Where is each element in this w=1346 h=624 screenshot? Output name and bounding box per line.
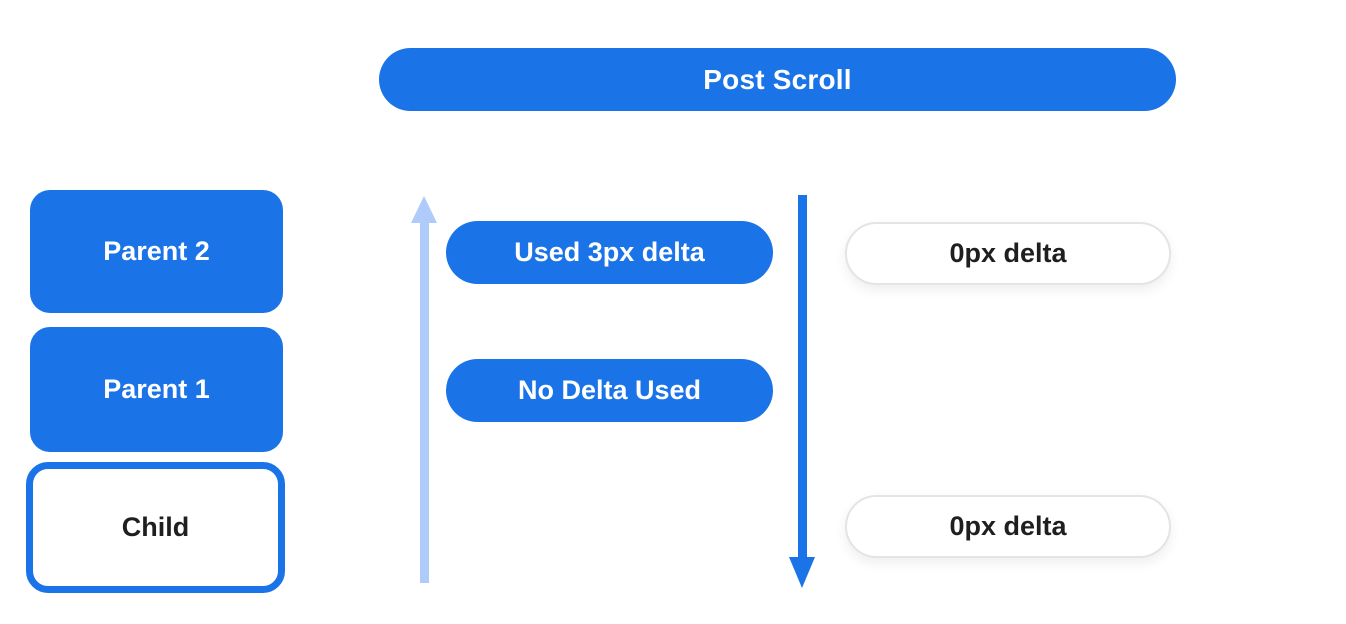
- downward-arrow-icon: [798, 195, 807, 559]
- upward-arrowhead-icon: [411, 196, 437, 223]
- parent1-node: Parent 1: [30, 327, 283, 452]
- downward-arrowhead-icon: [789, 557, 815, 588]
- post-scroll-banner-label: Post Scroll: [703, 63, 852, 95]
- post-scroll-banner: Post Scroll: [379, 48, 1176, 111]
- child-node: Child: [26, 462, 285, 593]
- result-delta-pill-bottom-label: 0px delta: [949, 511, 1067, 541]
- no-delta-used-pill: No Delta Used: [446, 359, 773, 422]
- parent1-node-label: Parent 1: [103, 374, 210, 404]
- parent2-node-label: Parent 2: [103, 236, 210, 266]
- used-delta-pill: Used 3px delta: [446, 221, 773, 284]
- parent2-node: Parent 2: [30, 190, 283, 313]
- result-delta-pill-top: 0px delta: [845, 222, 1171, 285]
- result-delta-pill-top-label: 0px delta: [949, 238, 1067, 268]
- child-node-label: Child: [121, 512, 190, 542]
- upward-arrow-icon: [420, 221, 429, 583]
- no-delta-used-pill-label: No Delta Used: [517, 375, 702, 405]
- used-delta-pill-label: Used 3px delta: [514, 237, 705, 267]
- result-delta-pill-bottom: 0px delta: [845, 495, 1171, 558]
